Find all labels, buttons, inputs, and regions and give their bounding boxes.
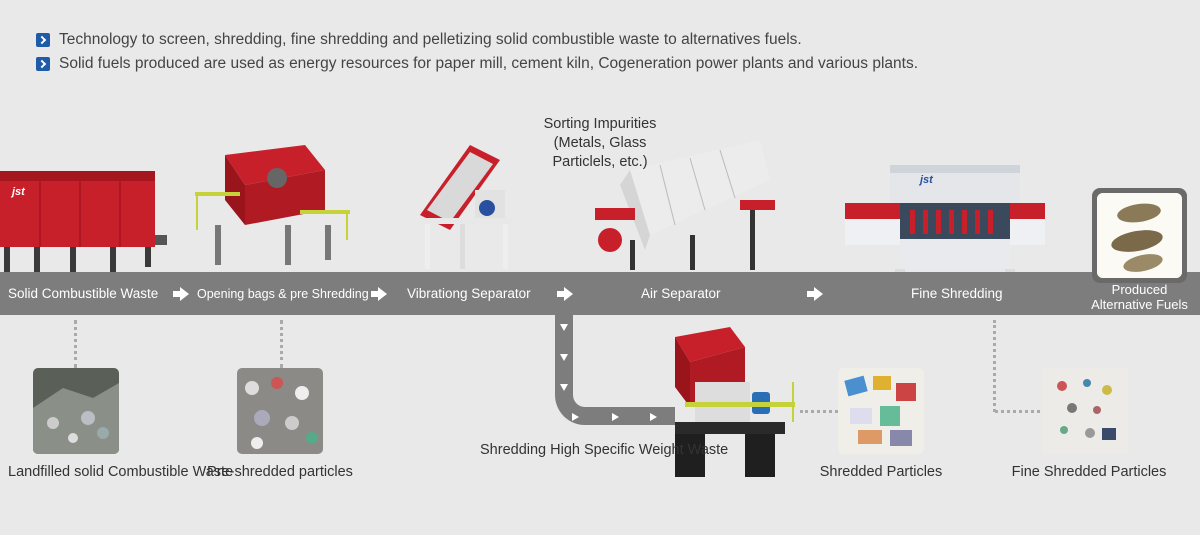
shredded-particles-photo: [838, 368, 924, 454]
bullet-item: Technology to screen, shredding, fine sh…: [36, 28, 918, 52]
high-weight-shredder-illustration: [675, 327, 795, 477]
arrow-right-icon: [572, 413, 579, 421]
landfilled-waste-photo: [33, 368, 119, 454]
air-separator-illustration: [595, 140, 775, 270]
bullet-item: Solid fuels produced are used as energy …: [36, 52, 918, 76]
stage-label-solid-waste: Solid Combustible Waste: [8, 286, 159, 301]
arrow-down-icon: [560, 324, 568, 331]
stage-label-opening-bags: Opening bags & pre Shredding: [197, 287, 369, 301]
arrow-down-icon: [560, 384, 568, 391]
vibration-separator-illustration: [420, 145, 513, 269]
alternative-fuel-pellets-image: [1097, 193, 1182, 278]
stage-label-fine-shredding: Fine Shredding: [911, 286, 1003, 301]
pre-shredded-particles-photo: [237, 368, 323, 454]
branch-flow-path: [555, 315, 675, 425]
caption-fine-shredded: Fine Shredded Particles: [1011, 464, 1167, 480]
caption-shredded: Shredded Particles: [819, 464, 943, 480]
dotted-connector: [995, 410, 1040, 413]
dotted-connector: [74, 320, 77, 368]
process-flow-band: [0, 272, 1200, 315]
bullet-text: Technology to screen, shredding, fine sh…: [59, 31, 802, 48]
jst-logo: jst: [918, 174, 934, 186]
sorting-impurities-label: Sorting Impurities (Metals, Glass Partic…: [543, 116, 657, 170]
intro-bullets: Technology to screen, shredding, fine sh…: [36, 28, 918, 76]
stage-label-vibration-separator: Vibrationg Separator: [407, 286, 531, 301]
fine-shredded-particles-photo: [1042, 368, 1128, 454]
arrow-down-icon: [560, 354, 568, 361]
stage-label-air-separator: Air Separator: [641, 286, 721, 301]
jst-logo: jst: [10, 186, 26, 198]
caption-pre-shredded: Pre-shredded particles: [207, 464, 353, 480]
dotted-connector: [993, 320, 996, 412]
dotted-connector: [800, 410, 838, 413]
chevron-right-icon: [36, 57, 50, 71]
arrow-right-icon: [612, 413, 619, 421]
branch-label-high-weight: Shredding High Specific Weight Waste: [480, 442, 729, 458]
chevron-right-icon: [36, 33, 50, 47]
opening-bags-shredder-illustration: [195, 145, 350, 265]
caption-landfilled: Landfilled solid Combustible Waste: [8, 464, 234, 480]
arrow-right-icon: [650, 413, 657, 421]
stage-label-produced-fuels: Produced Alternative Fuels: [1091, 282, 1188, 312]
dotted-connector: [280, 320, 283, 368]
solid-waste-hopper-illustration: jst: [0, 171, 167, 277]
bullet-text: Solid fuels produced are used as energy …: [59, 55, 919, 72]
